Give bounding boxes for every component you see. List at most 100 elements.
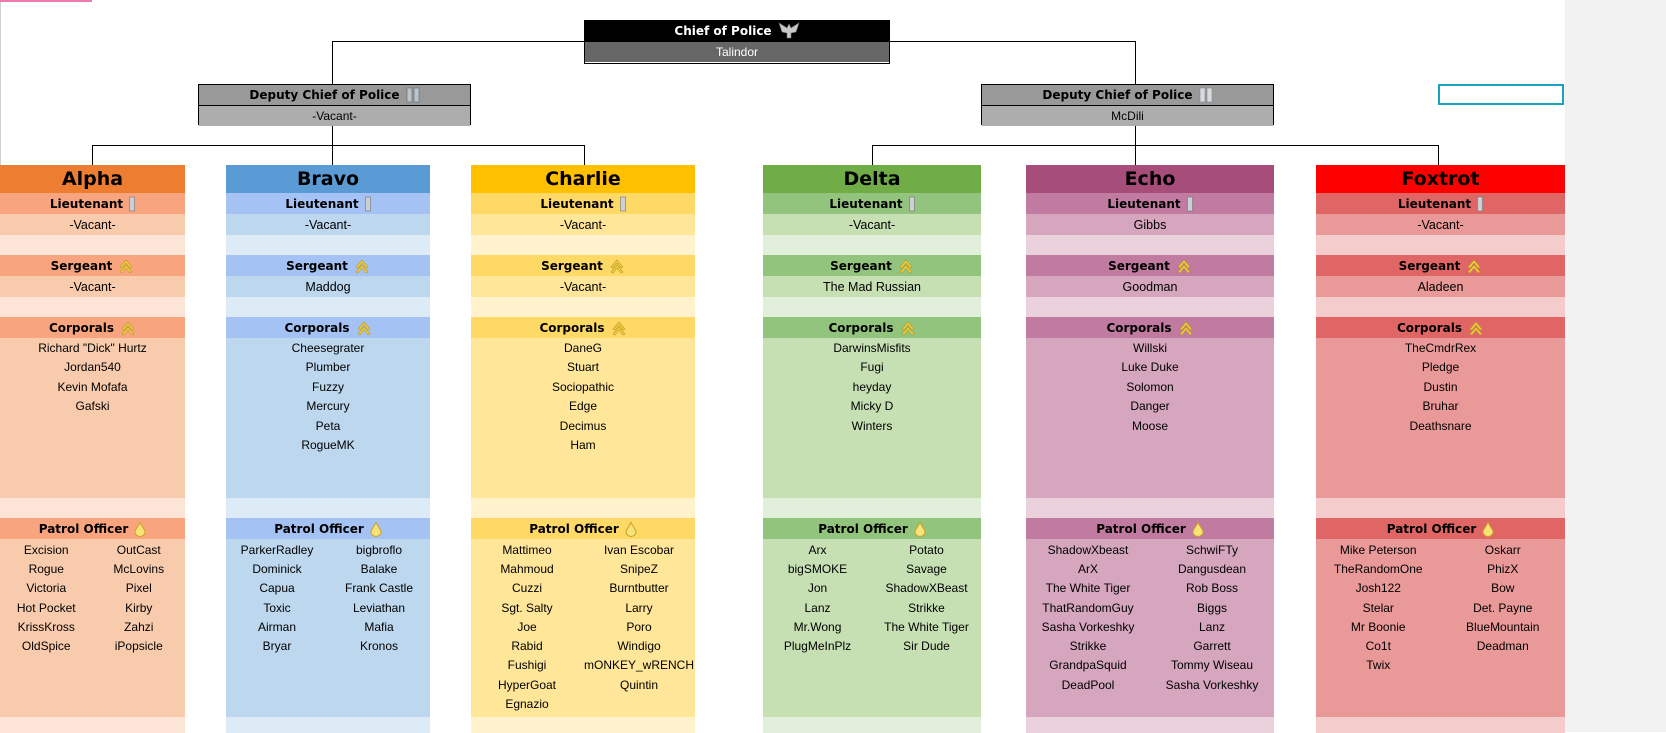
patrol-officer-name[interactable]: Potato	[909, 542, 944, 557]
patrol-officer-name[interactable]: Ivan Escobar	[603, 542, 675, 557]
patrol-officer-name[interactable]: Windigo	[617, 639, 661, 654]
patrol-officer-name[interactable]: Dominick	[252, 561, 302, 576]
patrol-officer-name[interactable]: HyperGoat	[497, 677, 557, 692]
corporal-name[interactable]: Moose	[1131, 418, 1169, 433]
patrol-officer-name[interactable]: Bryar	[262, 639, 292, 654]
patrol-officer-name[interactable]: Victoria	[26, 581, 67, 596]
patrol-officer-name[interactable]: Kronos	[359, 639, 399, 654]
lieutenant-name[interactable]: -Vacant-	[848, 217, 896, 232]
corporal-name[interactable]: Sociopathic	[551, 379, 615, 394]
patrol-officer-name[interactable]: Mafia	[364, 619, 394, 634]
corporal-name[interactable]: Deathsnare	[1409, 418, 1472, 433]
patrol-officer-name[interactable]: Mahmoud	[500, 561, 554, 576]
patrol-officer-name[interactable]: Leviathan	[352, 600, 406, 615]
corporal-name[interactable]: Ham	[570, 438, 596, 453]
lieutenant-name[interactable]: -Vacant-	[559, 217, 607, 232]
patrol-officer-name[interactable]: Strikke	[1069, 639, 1107, 654]
patrol-officer-name[interactable]: SchwiFTy	[1185, 542, 1238, 557]
patrol-officer-name[interactable]: Rabid	[511, 639, 543, 654]
patrol-officer-name[interactable]	[583, 694, 695, 713]
corporal-name[interactable]: Micky D	[850, 399, 894, 414]
patrol-officer-name[interactable]: DeadPool	[1061, 677, 1115, 692]
patrol-officer-name[interactable]: Co1t	[1365, 639, 1391, 654]
corporal-name[interactable]: Willski	[1133, 340, 1167, 355]
patrol-officer-name[interactable]: ShadowXbeast	[1047, 542, 1129, 557]
patrol-officer-name[interactable]: Dangusdean	[1177, 561, 1247, 576]
patrol-officer-name[interactable]: Biggs	[1196, 600, 1228, 615]
patrol-officer-name[interactable]: Kirby	[125, 600, 153, 615]
patrol-officer-name[interactable]: Sir Dude	[903, 639, 950, 654]
patrol-officer-name[interactable]: Tommy Wiseau	[1170, 658, 1253, 673]
patrol-officer-name[interactable]: Oskarr	[1484, 542, 1521, 557]
patrol-officer-name[interactable]: Twix	[1366, 658, 1391, 673]
corporal-name[interactable]: Richard "Dick" Hurtz	[38, 340, 147, 355]
patrol-officer-name[interactable]: McLovins	[113, 561, 165, 576]
corporal-name[interactable]: Fuzzy	[311, 379, 344, 394]
patrol-officer-name[interactable]: Deadman	[1476, 639, 1529, 654]
patrol-officer-name[interactable]: Toxic	[263, 600, 291, 615]
deputy-box-left[interactable]: Deputy Chief of Police -Vacant-	[198, 84, 471, 126]
patrol-officer-name[interactable]: ThatRandomGuy	[1042, 600, 1134, 615]
patrol-officer-name[interactable]: Mr Boonie	[1350, 619, 1406, 634]
patrol-officer-name[interactable]: PhizX	[1487, 561, 1519, 576]
corporal-name[interactable]: heyday	[852, 379, 892, 394]
corporal-name[interactable]: Gafski	[75, 399, 110, 414]
corporal-name[interactable]: Bruhar	[1422, 399, 1459, 414]
corporal-name[interactable]: RogueMK	[301, 438, 355, 453]
patrol-officer-name[interactable]: BlueMountain	[1466, 619, 1540, 634]
patrol-officer-name[interactable]: Frank Castle	[344, 581, 414, 596]
corporal-name[interactable]: Stuart	[566, 360, 599, 375]
patrol-officer-name[interactable]: Lanz	[1198, 619, 1226, 634]
patrol-officer-name[interactable]: Airman	[257, 619, 296, 634]
lieutenant-name[interactable]: -Vacant-	[1417, 217, 1464, 232]
patrol-officer-name[interactable]: OutCast	[116, 542, 161, 557]
patrol-officer-name[interactable]: GrandpaSquid	[1049, 658, 1127, 673]
patrol-officer-name[interactable]: Burntbutter	[609, 581, 669, 596]
patrol-officer-name[interactable]: Sasha Vorkeshky	[1165, 677, 1259, 692]
corporal-name[interactable]: Jordan540	[64, 360, 121, 375]
corporal-name[interactable]: Fugi	[860, 360, 884, 375]
corporal-name[interactable]: Luke Duke	[1121, 360, 1179, 375]
patrol-officer-name[interactable]: Savage	[906, 561, 947, 576]
patrol-officer-name[interactable]: Mike Peterson	[1339, 542, 1417, 557]
corporal-name[interactable]: Solomon	[1126, 379, 1174, 394]
selected-cell[interactable]	[1438, 84, 1564, 105]
patrol-officer-name[interactable]: Joe	[517, 619, 537, 634]
corporal-name[interactable]: Pledge	[1421, 360, 1460, 375]
patrol-officer-name[interactable]: Excision	[23, 542, 69, 557]
patrol-officer-name[interactable]: mONKEY_wRENCH	[583, 658, 694, 673]
sergeant-name[interactable]: -Vacant-	[69, 279, 116, 294]
patrol-officer-name[interactable]: OldSpice	[21, 639, 71, 654]
patrol-officer-name[interactable]: Rogue	[28, 561, 64, 576]
patrol-officer-name[interactable]: Capua	[259, 581, 295, 596]
patrol-officer-name[interactable]: ArX	[1077, 561, 1098, 576]
lieutenant-name[interactable]: -Vacant-	[304, 217, 352, 232]
patrol-officer-name[interactable]: Rob Boss	[1185, 581, 1239, 596]
team-header[interactable]: Alpha	[0, 165, 185, 193]
patrol-officer-name[interactable]: Sgt. Salty	[501, 600, 553, 615]
patrol-officer-name[interactable]: Josh122	[1355, 581, 1401, 596]
sergeant-name[interactable]: The Mad Russian	[823, 279, 921, 294]
team-header[interactable]: Bravo	[226, 165, 430, 193]
patrol-officer-name[interactable]: ShadowXBeast	[885, 581, 968, 596]
patrol-officer-name[interactable]: Cuzzi	[511, 581, 542, 596]
patrol-officer-name[interactable]: The White Tiger	[884, 619, 969, 634]
team-header[interactable]: Charlie	[471, 165, 695, 193]
patrol-officer-name[interactable]	[1441, 656, 1566, 675]
corporal-name[interactable]: Kevin Mofafa	[57, 379, 128, 394]
patrol-officer-name[interactable]: Hot Pocket	[16, 600, 76, 615]
sergeant-name[interactable]: Maddog	[305, 279, 351, 294]
corporal-name[interactable]: Dustin	[1423, 379, 1458, 394]
patrol-officer-name[interactable]: Lanz	[804, 600, 831, 615]
patrol-officer-name[interactable]: Fushigi	[507, 658, 547, 673]
corporal-name[interactable]: DaneG	[563, 340, 603, 355]
corporal-name[interactable]: Plumber	[305, 360, 351, 375]
corporal-name[interactable]: Mercury	[306, 399, 350, 414]
patrol-officer-name[interactable]: Strikke	[908, 600, 945, 615]
patrol-officer-name[interactable]: Jon	[807, 581, 828, 596]
lieutenant-name[interactable]: Gibbs	[1133, 217, 1167, 232]
sergeant-name[interactable]: -Vacant-	[559, 279, 607, 294]
patrol-officer-name[interactable]: Arx	[808, 542, 827, 557]
patrol-officer-name[interactable]: Mattimeo	[502, 542, 552, 557]
patrol-officer-name[interactable]: TheRandomOne	[1333, 561, 1423, 576]
